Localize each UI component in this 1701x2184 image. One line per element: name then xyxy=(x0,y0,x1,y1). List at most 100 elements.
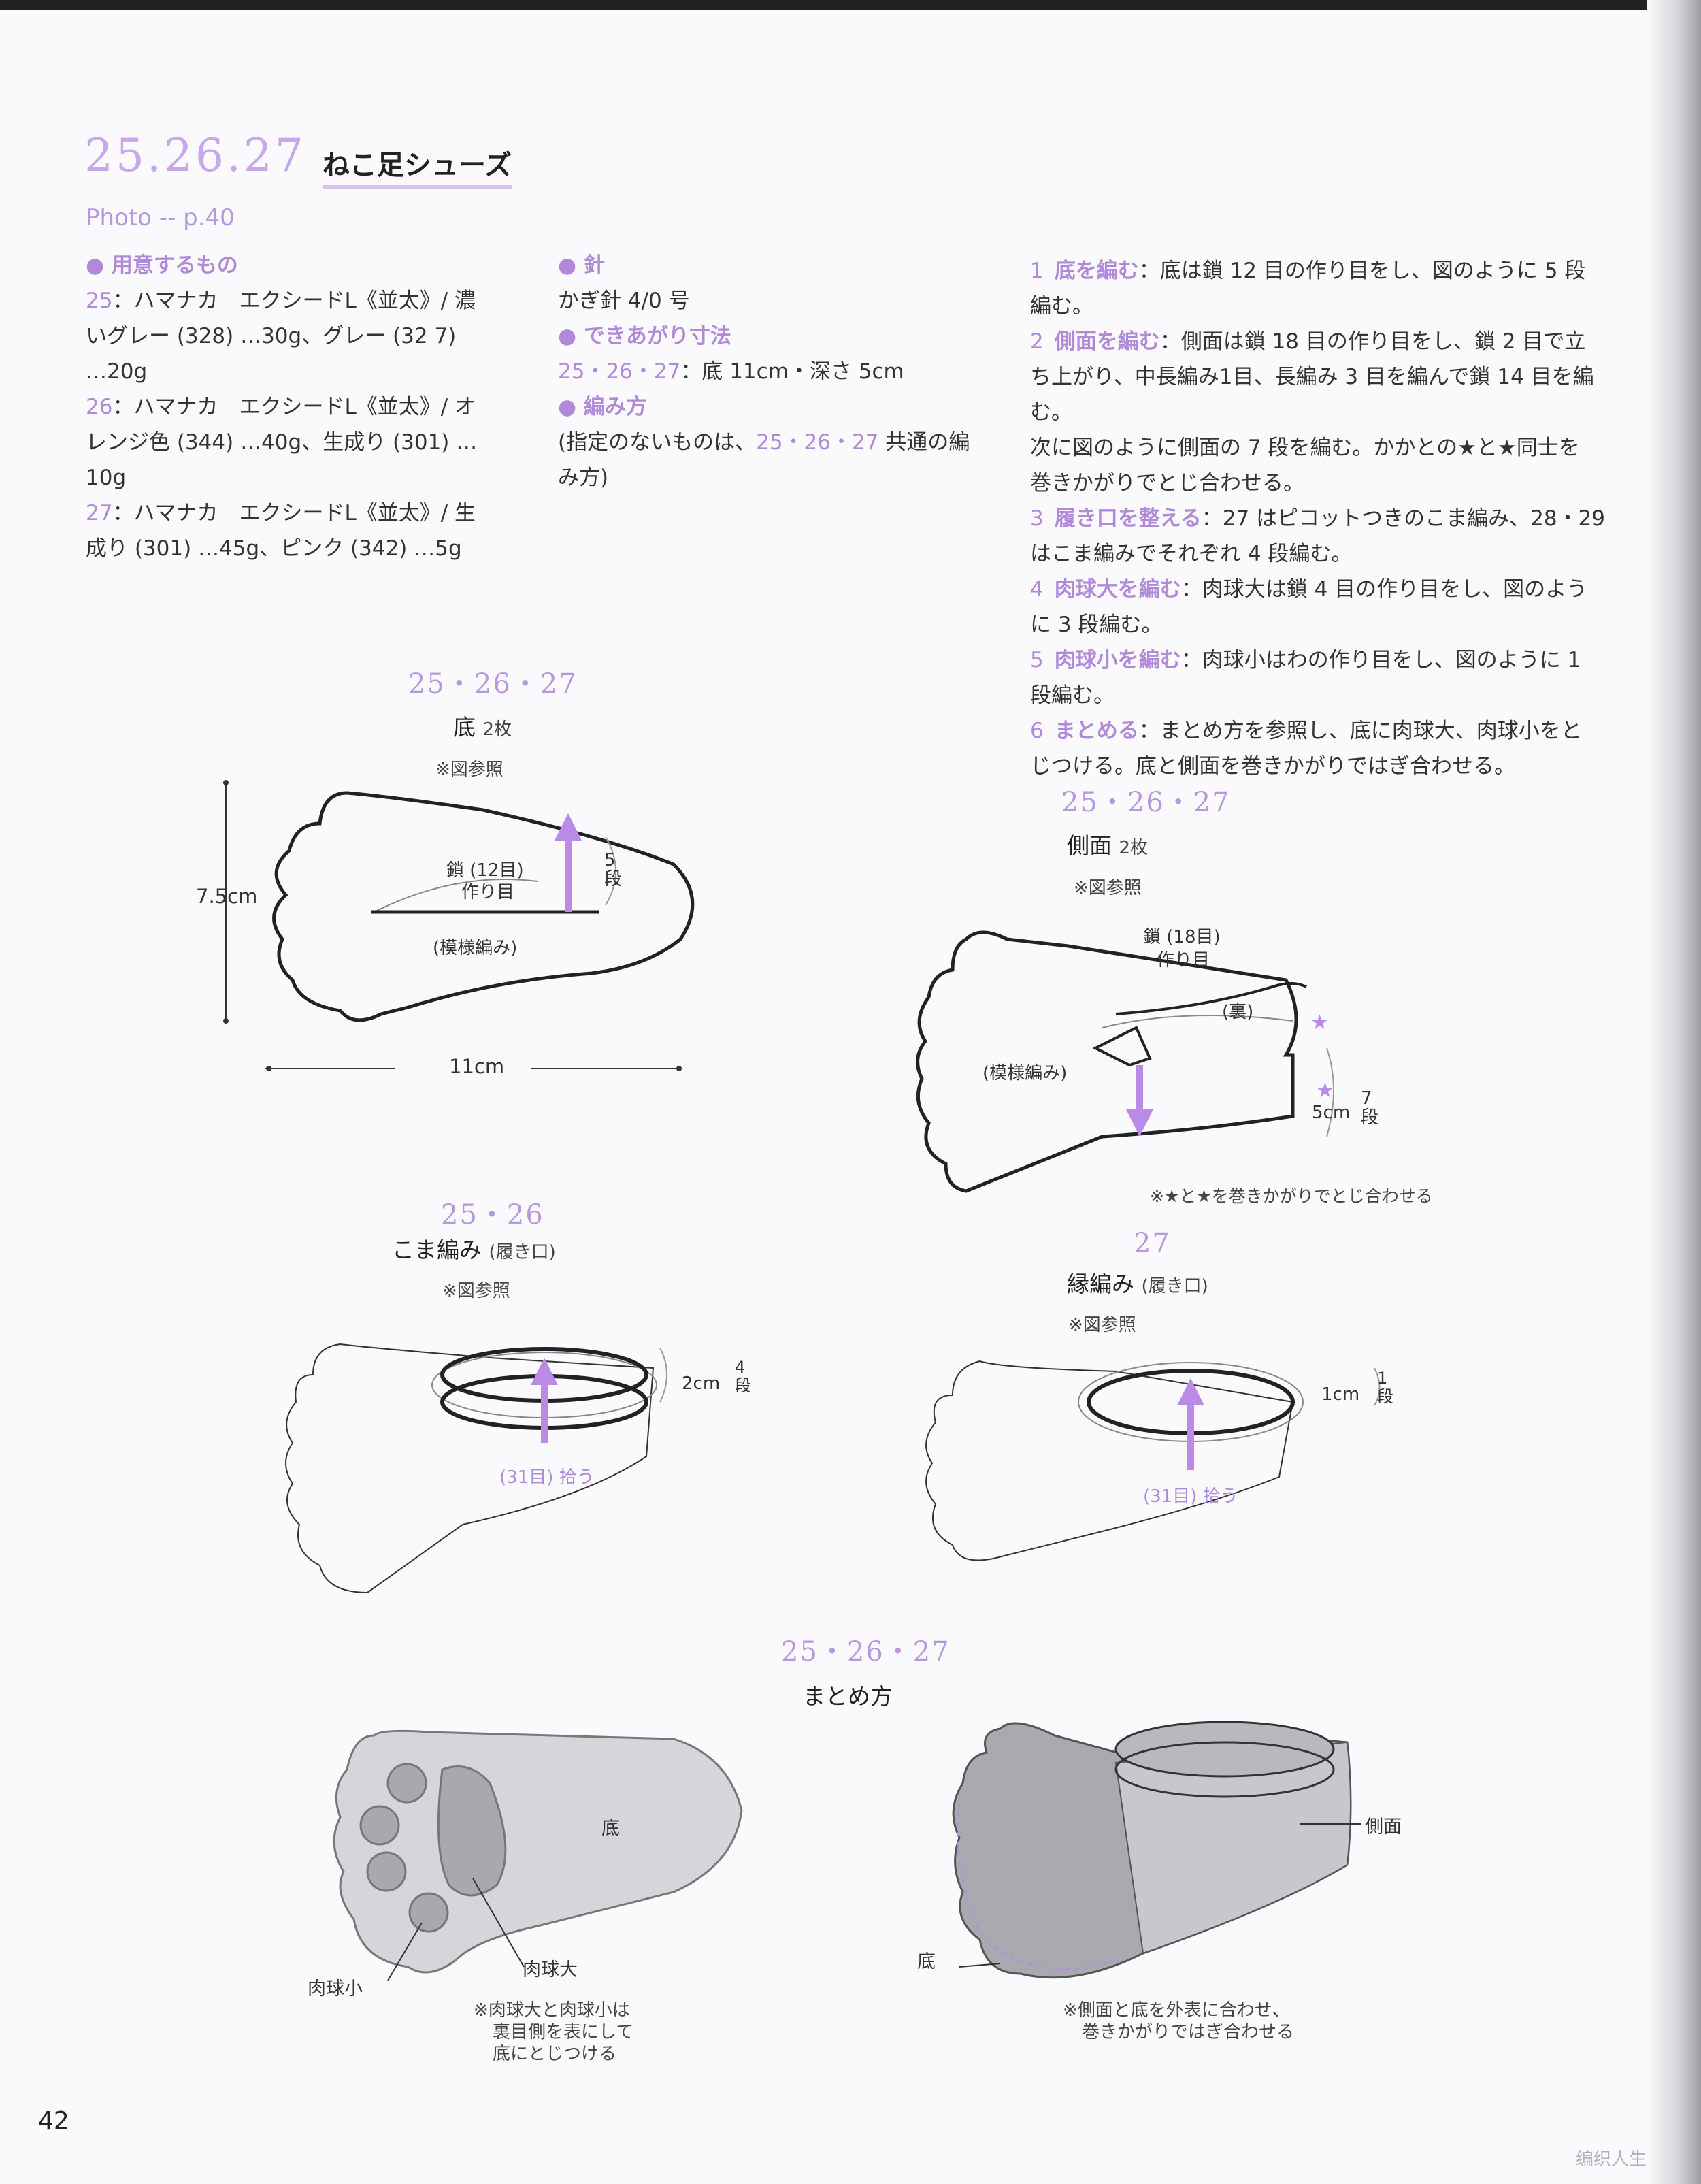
sc-diagram-number: 25・26 xyxy=(441,1199,544,1230)
dimension-dot xyxy=(223,780,229,785)
finish-side-label: 側面 xyxy=(1365,1816,1402,1838)
side-pattern-label: (模様編み) xyxy=(982,1063,1068,1083)
side-panel xyxy=(1114,1741,1351,1955)
small-pad xyxy=(359,1805,400,1846)
sole-diagram-number: 25・26・27 xyxy=(408,668,578,700)
side-rows-label: 7段 xyxy=(1361,1088,1379,1128)
page-number: 42 xyxy=(38,2107,69,2135)
side-depth-label: 5cm xyxy=(1312,1103,1351,1123)
materials-line: レンジ色 (344) …40g、生成り (301) … xyxy=(86,430,478,455)
finish-assembled-diagram xyxy=(952,1721,1361,1979)
opening-top xyxy=(1114,1721,1335,1778)
side-diagram-title: 側面 2枚 xyxy=(1067,832,1149,859)
side-note: ※★と★を巻きかがりでとじ合わせる xyxy=(1150,1186,1433,1206)
sole-rows-label: 5段 xyxy=(604,850,623,890)
sc-diagram xyxy=(285,1343,667,1594)
leader-line xyxy=(472,1878,525,1968)
arrow-head xyxy=(1126,1109,1153,1137)
needle-text: かぎ針 4/0 号 xyxy=(558,289,690,313)
edge-diagram-ref: ※図参照 xyxy=(1068,1315,1136,1335)
sole-foundation-label: 作り目 xyxy=(461,882,515,902)
sc-diagram-ref: ※図参照 xyxy=(442,1281,510,1301)
finish-sole2-label: 底 xyxy=(917,1951,936,1972)
sole-chain-label: 鎖 (12目) xyxy=(446,860,524,881)
arrow-head xyxy=(555,813,582,841)
side-back-label: (裏) xyxy=(1222,1002,1254,1022)
rows-bracket xyxy=(1374,1367,1381,1406)
finish-note-right: ※側面と底を外表に合わせ、 巻きかがりではぎ合わせる xyxy=(1063,2000,1295,2042)
finish-diagram-number: 25・26・27 xyxy=(781,1636,951,1667)
rows-bracket xyxy=(605,836,616,906)
arrow-head xyxy=(1177,1378,1204,1405)
small-pad-label: 肉球小 xyxy=(308,1978,363,2000)
foundation-curve xyxy=(374,879,538,913)
materials-heading: ● 用意するもの xyxy=(86,253,238,278)
edge-diagram xyxy=(925,1360,1381,1561)
side-foundation-label: 作り目 xyxy=(1157,950,1210,971)
finish-note-left: ※肉球大と肉球小は 裏目側を表にして 底にとじつける xyxy=(474,2000,634,2064)
side-diagram-ref: ※図参照 xyxy=(1074,878,1142,898)
sole-outline xyxy=(272,791,695,1022)
edge-dim-label: 1cm xyxy=(1321,1384,1360,1405)
side-outline xyxy=(916,930,1298,1193)
dimension-dot xyxy=(223,1018,229,1024)
shoe-outline xyxy=(925,1360,1294,1561)
sole-pattern-label: (模様編み) xyxy=(433,938,518,958)
sole-diagram-ref: ※図参照 xyxy=(435,760,503,780)
small-pad xyxy=(366,1851,407,1892)
size-text: 25・26・27：底 11cm・深さ 5cm xyxy=(558,359,904,384)
edge-diagram-number: 27 xyxy=(1134,1228,1171,1259)
top-edge xyxy=(0,0,1701,10)
materials-line: 25：ハマナカ エクシードL《並太》/ 濃 xyxy=(86,289,476,313)
edge-rows-label: 1段 xyxy=(1377,1369,1393,1406)
sole-height-label: 7.5cm xyxy=(196,885,258,908)
opening-bottom xyxy=(1114,1741,1335,1798)
small-pad xyxy=(386,1763,427,1804)
page-title: ねこ足シューズ xyxy=(323,143,512,189)
edge-pickup-label: (31目) 拾う xyxy=(1143,1486,1238,1507)
finish-diagram-title: まとめ方 xyxy=(803,1683,893,1710)
sc-rows-label: 4段 xyxy=(735,1358,751,1395)
sc-dim-label: 2cm xyxy=(682,1373,721,1394)
dimension-dot xyxy=(676,1066,682,1071)
shoe-outline xyxy=(285,1343,655,1594)
materials-line: …20g xyxy=(86,359,148,384)
materials-block: ● 用意するもの 25：ハマナカ エクシードL《並太》/ 濃いグレー (328)… xyxy=(86,248,521,566)
star-mark: ★ xyxy=(1316,1079,1334,1103)
materials-line: いグレー (328) …30g、グレー (32 7) xyxy=(86,324,457,348)
method-heading: ● 編み方 xyxy=(558,395,647,419)
arrow-head xyxy=(531,1358,558,1385)
materials-line: 26：ハマナカ エクシードL《並太》/ オ xyxy=(86,395,476,419)
pattern-number: 25.26.27 xyxy=(84,129,306,182)
side-diagram-number: 25・26・27 xyxy=(1061,787,1231,818)
method-text-2: み方) xyxy=(558,466,609,490)
specs-block: ● 針 かぎ針 4/0 号 ● できあがり寸法 25・26・27：底 11cm・… xyxy=(558,248,993,495)
rows-bracket xyxy=(659,1347,667,1403)
star-mark: ★ xyxy=(1310,1011,1329,1034)
method-text: (指定のないものは、25・26・27 共通の編 xyxy=(558,430,970,455)
back-flap xyxy=(1115,982,1307,1015)
foundation-curve xyxy=(1102,1015,1293,1028)
photo-reference: Photo -- p.40 xyxy=(86,204,235,231)
materials-line: 成り (301) …45g、ピンク (342) …5g xyxy=(86,536,462,561)
big-pad xyxy=(437,1765,507,1897)
page-gutter xyxy=(1647,0,1701,2184)
small-pad xyxy=(408,1892,449,1933)
materials-line: 10g xyxy=(86,466,127,490)
watermark-logo: 编织人生 xyxy=(1576,2149,1647,2170)
finish-sole-diagram xyxy=(333,1729,743,1981)
leader-line xyxy=(387,1922,423,1981)
leader-line xyxy=(959,1963,1001,1968)
materials-line: 27：ハマナカ エクシードL《並太》/ 生 xyxy=(86,501,476,525)
folded-corner xyxy=(1092,1026,1152,1067)
side-chain-label: 鎖 (18目) xyxy=(1143,927,1221,947)
sole-diagram xyxy=(223,780,695,1071)
rows-bracket xyxy=(1326,1047,1334,1137)
needle-heading: ● 針 xyxy=(558,253,605,278)
sole-width-label: 11cm xyxy=(449,1055,505,1078)
